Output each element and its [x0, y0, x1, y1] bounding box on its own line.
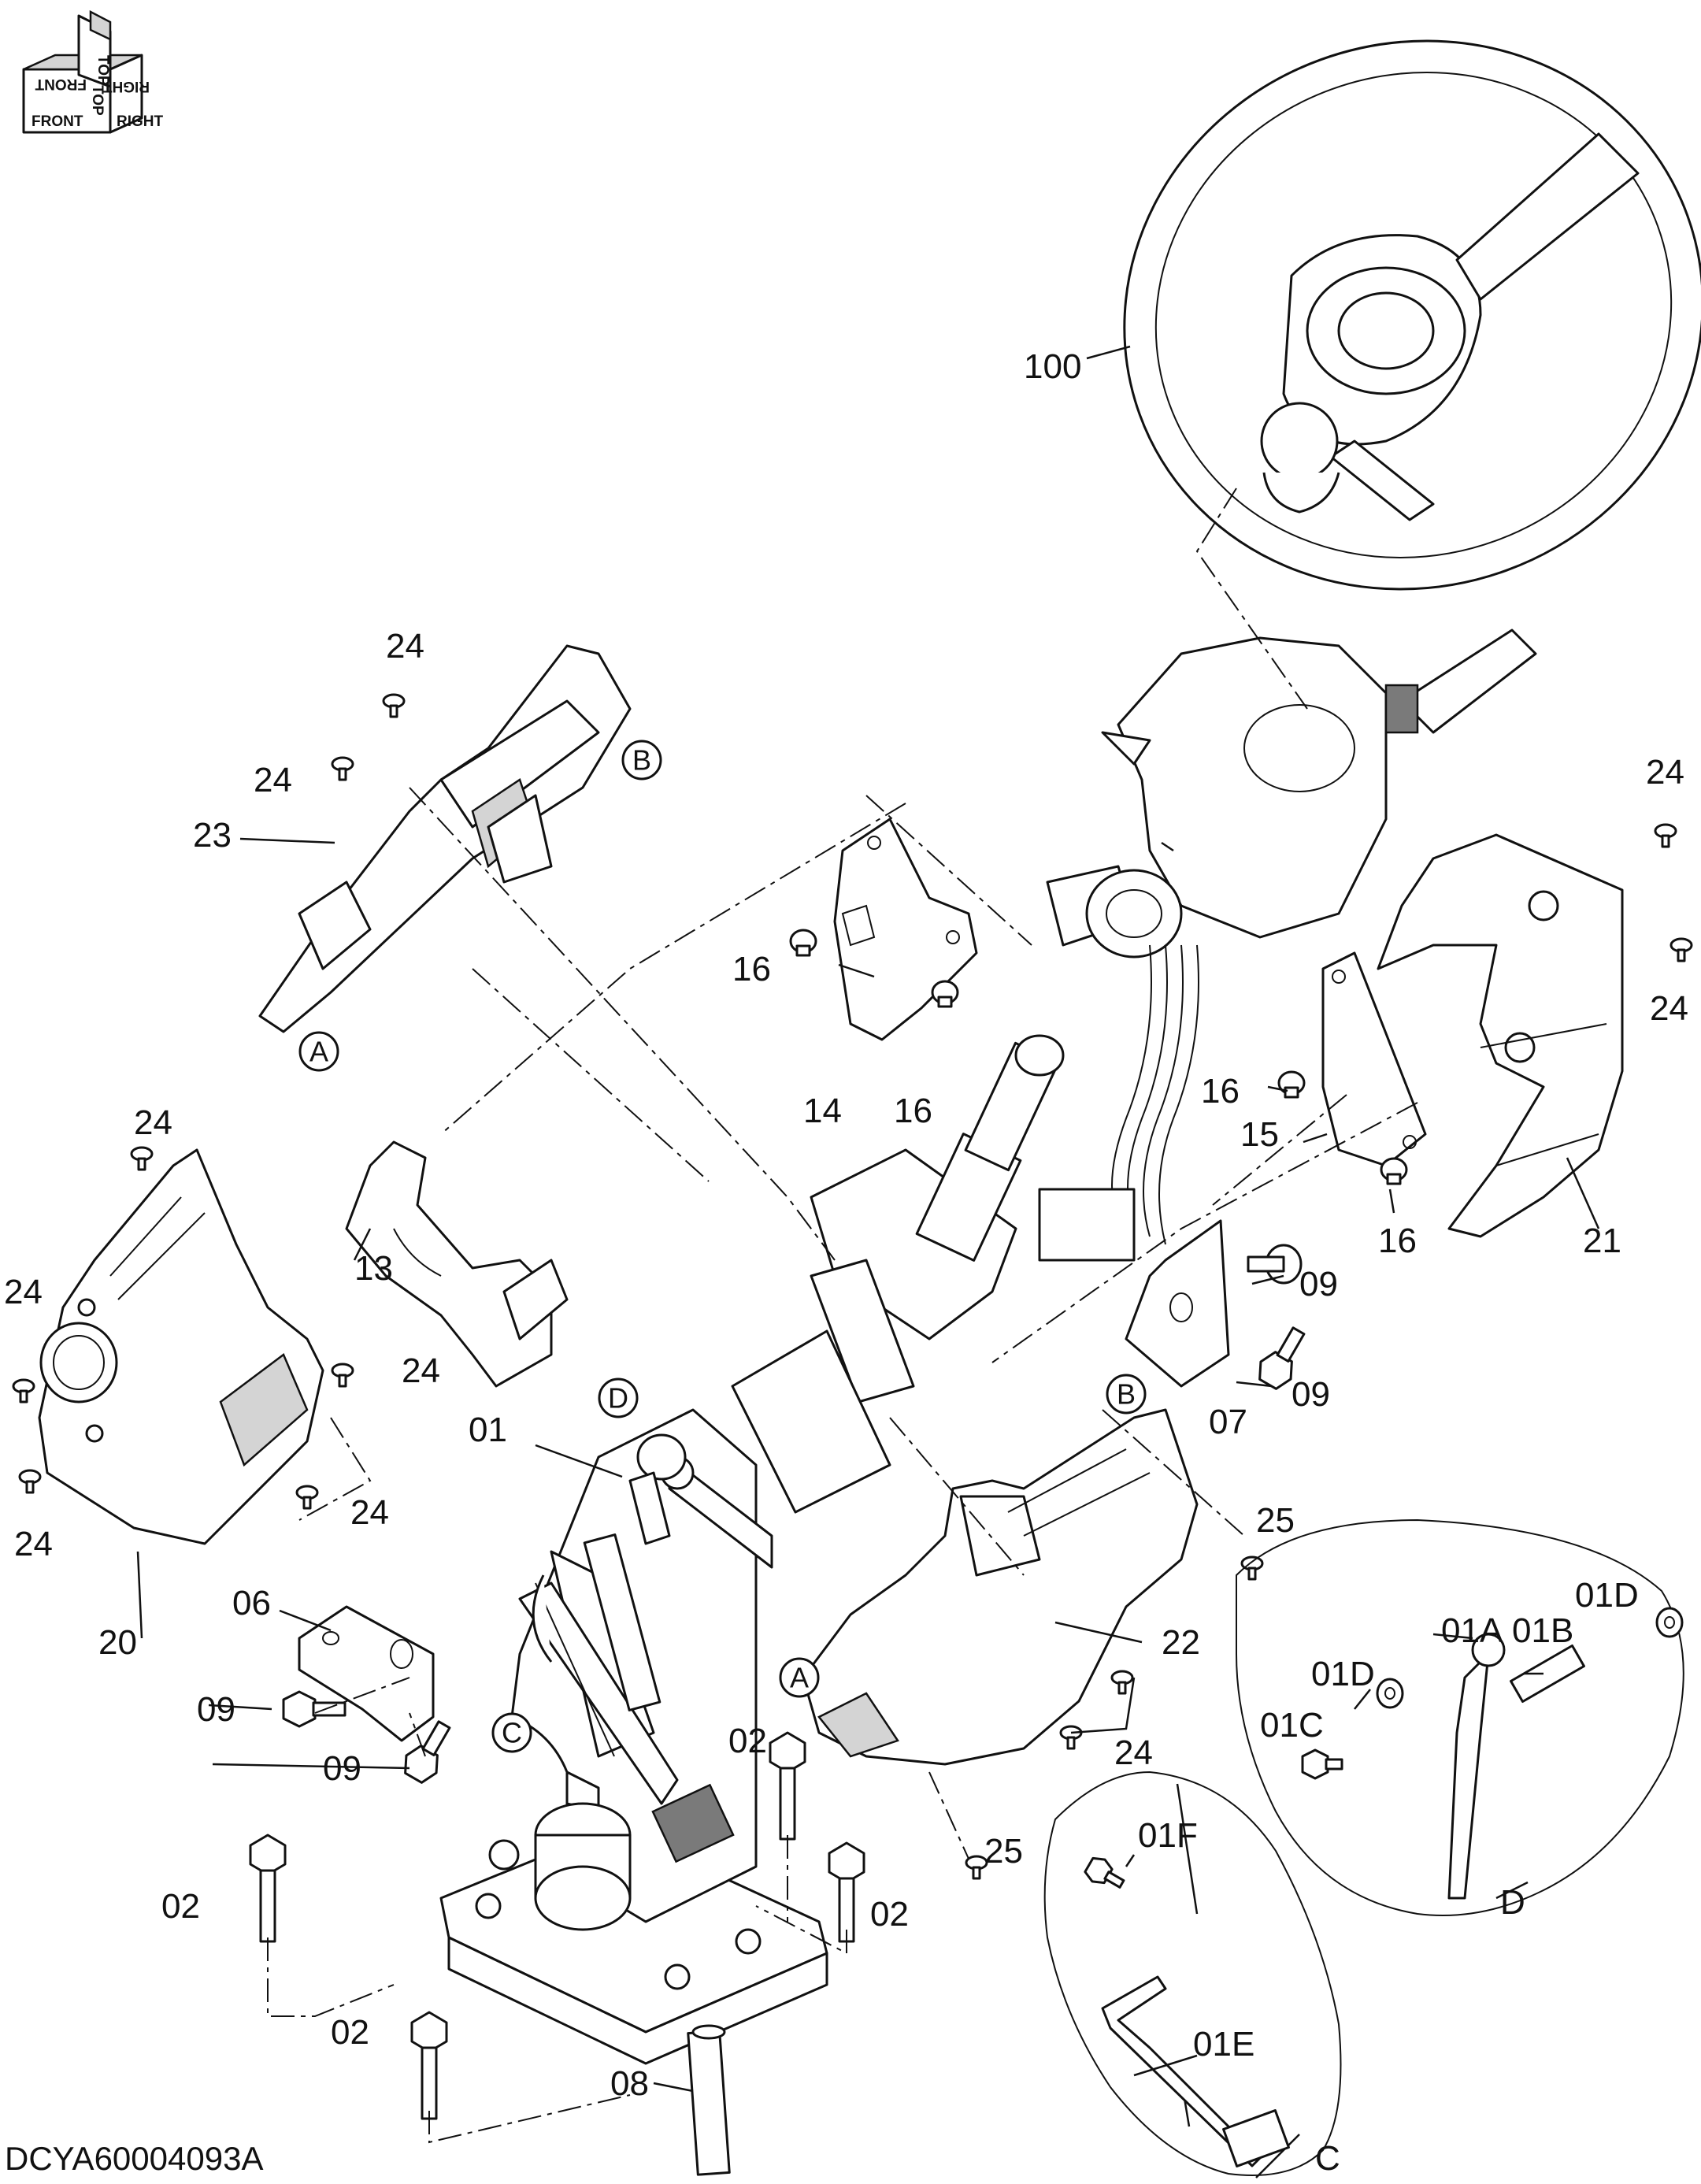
callout-01C: 01C	[1260, 1706, 1324, 1745]
callout-15: 15	[1240, 1115, 1279, 1154]
callout-24-f: 24	[4, 1273, 43, 1311]
bracket-13	[345, 1140, 569, 1388]
callout-16-a: 16	[732, 950, 771, 988]
callout-01E: 01E	[1193, 2025, 1254, 2063]
ref-marker-b-upper: B	[621, 740, 662, 781]
plate-06	[298, 1605, 435, 1742]
ref-marker-a-lower: A	[779, 1657, 820, 1698]
bolt-09-group	[282, 1244, 1306, 1784]
ref-marker-a-upper: A	[298, 1031, 339, 1072]
callout-24-c: 24	[1646, 753, 1684, 792]
svg-text:D: D	[608, 1382, 628, 1415]
bolt-02-group	[249, 1731, 865, 2120]
callout-02-c: 02	[870, 1895, 909, 1934]
callout-13: 13	[354, 1249, 393, 1288]
callout-01B: 01B	[1512, 1611, 1573, 1650]
orient-right-mirror: RIGHT	[103, 78, 150, 95]
callout-25-b: 25	[984, 1832, 1023, 1871]
callout-07: 07	[1209, 1403, 1247, 1441]
orient-top-label: TOP	[89, 85, 106, 116]
callout-21: 21	[1583, 1222, 1621, 1260]
callout-02-b: 02	[161, 1887, 200, 1926]
svg-text:A: A	[790, 1662, 809, 1694]
ref-marker-b-lower: B	[1106, 1374, 1147, 1415]
orient-top-mirror: TOP	[94, 55, 111, 86]
detail-view-c	[1043, 1771, 1342, 2176]
callout-09-b: 09	[1292, 1375, 1330, 1414]
orient-front-label: FRONT	[32, 113, 83, 130]
callout-16-d: 16	[1378, 1222, 1417, 1260]
callout-02-a: 02	[728, 1722, 767, 1760]
callout-01A: 01A	[1441, 1611, 1503, 1650]
callout-06: 06	[232, 1584, 271, 1622]
plate-07	[1125, 1219, 1230, 1388]
svg-text:C: C	[502, 1717, 522, 1749]
callout-02-d: 02	[331, 2013, 369, 2052]
leader-lines	[136, 345, 1600, 2178]
callout-08: 08	[610, 2064, 649, 2103]
callout-100: 100	[1024, 347, 1081, 386]
callout-labels: 100 24 24 23 16 14 16 24 24 16 15 16 21 …	[4, 347, 1688, 2178]
callout-24-d: 24	[1650, 989, 1688, 1028]
callout-01D-a: 01D	[1575, 1576, 1639, 1615]
callout-20: 20	[98, 1623, 137, 1662]
combination-switch	[1038, 629, 1537, 1262]
column-cover-20	[38, 1148, 324, 1545]
callout-14: 14	[803, 1092, 842, 1130]
callout-23: 23	[193, 816, 232, 855]
column-cover-23	[258, 644, 632, 1033]
callout-24-e: 24	[134, 1103, 172, 1142]
callout-01D-b: 01D	[1311, 1655, 1375, 1693]
detail-label-c: C	[1315, 2139, 1340, 2178]
svg-text:B: B	[632, 744, 651, 777]
reference-markers: B A D B A C	[298, 740, 1147, 1753]
callout-09-c: 09	[197, 1690, 235, 1729]
callout-09-a: 09	[1299, 1265, 1338, 1303]
callout-24-j: 24	[1114, 1733, 1153, 1772]
callout-24-h: 24	[350, 1493, 389, 1532]
callout-24-i: 24	[14, 1525, 53, 1563]
bracket-14	[833, 818, 978, 1041]
drawing-code: DCYA60004093A	[5, 2140, 264, 2177]
callout-16-b: 16	[894, 1092, 932, 1130]
screw-24-group	[12, 693, 1693, 1880]
svg-text:A: A	[309, 1036, 328, 1068]
nut-16-group	[789, 929, 1408, 1185]
orient-right-label: RIGHT	[117, 113, 164, 130]
detail-view-d	[1236, 1518, 1684, 1916]
rod-08	[687, 2024, 731, 2176]
callout-24-b: 24	[254, 761, 292, 799]
callout-22: 22	[1162, 1623, 1200, 1662]
orientation-indicator: FRONT RIGHT TOP FRONT RIGHT TOP	[22, 9, 164, 134]
callout-24-g: 24	[402, 1352, 440, 1390]
steering-wheel	[1123, 39, 1701, 591]
ref-marker-c: C	[491, 1712, 532, 1753]
bracket-15	[1321, 951, 1427, 1167]
column-shaft	[731, 1034, 1065, 1514]
column-cover-22	[802, 1408, 1199, 1766]
orient-front-mirror: FRONT	[35, 76, 87, 92]
callout-01: 01	[469, 1411, 507, 1449]
ref-marker-d: D	[598, 1378, 639, 1418]
svg-text:B: B	[1117, 1378, 1136, 1411]
callout-16-c: 16	[1201, 1072, 1240, 1111]
callout-24-a: 24	[386, 627, 424, 666]
callout-01F: 01F	[1138, 1816, 1198, 1855]
detail-label-d: D	[1500, 1883, 1525, 1922]
callout-09-d: 09	[323, 1749, 361, 1788]
callout-25-a: 25	[1256, 1501, 1295, 1540]
tilt-lever-assembly	[532, 1433, 687, 1757]
column-cover-21	[1377, 833, 1624, 1238]
